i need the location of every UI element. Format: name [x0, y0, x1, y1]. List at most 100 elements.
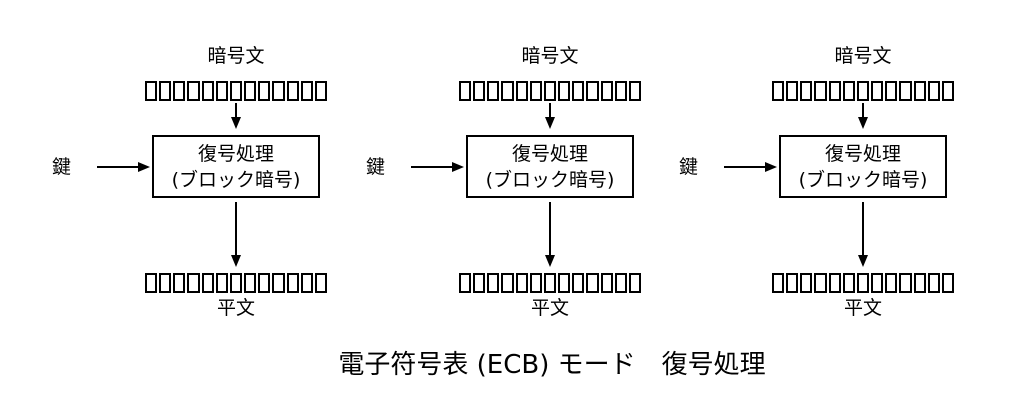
- process-box-line1: 復号処理: [511, 142, 588, 165]
- block-cell: [927, 273, 940, 293]
- down-arrow-icon: [231, 202, 241, 267]
- ciphertext-label: 暗号文: [207, 45, 265, 67]
- block-cell: [586, 81, 599, 101]
- block-cell: [201, 273, 214, 293]
- block-cell: [828, 273, 841, 293]
- ecb-unit-2: 暗号文 鍵 復号処理 (ブロック暗号) 平文: [360, 44, 740, 334]
- block-cell: [899, 81, 912, 101]
- block-cell: [258, 81, 271, 101]
- block-cell: [258, 273, 271, 293]
- block-cell: [515, 273, 528, 293]
- block-cell: [800, 81, 813, 101]
- block-cell: [814, 273, 827, 293]
- plaintext-block-bar: [772, 273, 955, 293]
- block-cell: [828, 81, 841, 101]
- block-cell: [572, 81, 585, 101]
- block-cell: [871, 273, 884, 293]
- block-cell: [927, 81, 940, 101]
- block-cell: [501, 81, 514, 101]
- block-cell: [459, 81, 472, 101]
- block-cell: [159, 81, 172, 101]
- ciphertext-block-bar: [145, 81, 328, 101]
- block-cell: [187, 273, 200, 293]
- block-cell: [814, 81, 827, 101]
- block-cell: [572, 273, 585, 293]
- block-cell: [586, 273, 599, 293]
- block-cell: [558, 273, 571, 293]
- block-cell: [272, 273, 285, 293]
- block-cell: [558, 81, 571, 101]
- block-cell: [487, 273, 500, 293]
- block-cell: [173, 81, 186, 101]
- block-cell: [772, 81, 785, 101]
- block-cell: [871, 81, 884, 101]
- block-cell: [145, 273, 158, 293]
- block-cell: [515, 81, 528, 101]
- block-cell: [786, 273, 799, 293]
- block-cell: [913, 81, 926, 101]
- process-box-line2: (ブロック暗号): [171, 168, 301, 191]
- key-label: 鍵: [52, 156, 72, 178]
- block-cell: [800, 273, 813, 293]
- ecb-unit-1: 暗号文 鍵 復号処理 (ブロック暗号) 平文: [46, 44, 426, 334]
- block-cell: [215, 273, 228, 293]
- block-cell: [543, 273, 557, 293]
- down-arrow-icon: [231, 103, 241, 129]
- decryption-process-box: 復号処理 (ブロック暗号): [466, 135, 634, 198]
- block-cell: [543, 81, 557, 101]
- block-cell: [314, 273, 328, 293]
- ciphertext-label: 暗号文: [521, 45, 579, 67]
- block-cell: [842, 273, 855, 293]
- block-cell: [286, 81, 299, 101]
- process-box-line2: (ブロック暗号): [798, 168, 928, 191]
- down-arrow-icon: [858, 103, 868, 129]
- block-cell: [159, 273, 172, 293]
- block-cell: [600, 81, 613, 101]
- block-cell: [941, 273, 955, 293]
- process-box-line2: (ブロック暗号): [485, 168, 615, 191]
- block-cell: [314, 81, 328, 101]
- block-cell: [941, 81, 955, 101]
- block-cell: [614, 273, 627, 293]
- plaintext-label: 平文: [843, 297, 882, 319]
- block-cell: [244, 81, 257, 101]
- block-cell: [473, 273, 486, 293]
- block-cell: [459, 273, 472, 293]
- block-cell: [786, 81, 799, 101]
- process-box-line1: 復号処理: [197, 142, 274, 165]
- block-cell: [229, 81, 243, 101]
- block-cell: [201, 81, 214, 101]
- block-cell: [501, 273, 514, 293]
- block-cell: [215, 81, 228, 101]
- diagram-caption: 電子符号表 (ECB) モード 復号処理: [338, 350, 766, 380]
- block-cell: [272, 81, 285, 101]
- block-cell: [913, 273, 926, 293]
- block-cell: [885, 273, 898, 293]
- block-cell: [286, 273, 299, 293]
- block-cell: [600, 273, 613, 293]
- block-cell: [856, 81, 870, 101]
- block-cell: [244, 273, 257, 293]
- block-cell: [173, 273, 186, 293]
- ciphertext-block-bar: [459, 81, 642, 101]
- key-label: 鍵: [366, 156, 386, 178]
- block-cell: [899, 273, 912, 293]
- plaintext-label: 平文: [216, 297, 255, 319]
- decryption-process-box: 復号処理 (ブロック暗号): [152, 135, 320, 198]
- block-cell: [229, 273, 243, 293]
- block-cell: [473, 81, 486, 101]
- key-arrow-icon: [724, 162, 777, 172]
- ecb-unit-3: 暗号文 鍵 復号処理 (ブロック暗号) 平文: [673, 44, 1024, 334]
- key-arrow-icon: [97, 162, 150, 172]
- block-cell: [614, 81, 627, 101]
- block-cell: [300, 273, 313, 293]
- block-cell: [487, 81, 500, 101]
- key-arrow-icon: [411, 162, 464, 172]
- ciphertext-label: 暗号文: [834, 45, 892, 67]
- block-cell: [529, 81, 542, 101]
- down-arrow-icon: [545, 202, 555, 267]
- block-cell: [529, 273, 542, 293]
- decryption-process-box: 復号処理 (ブロック暗号): [779, 135, 947, 198]
- block-cell: [772, 273, 785, 293]
